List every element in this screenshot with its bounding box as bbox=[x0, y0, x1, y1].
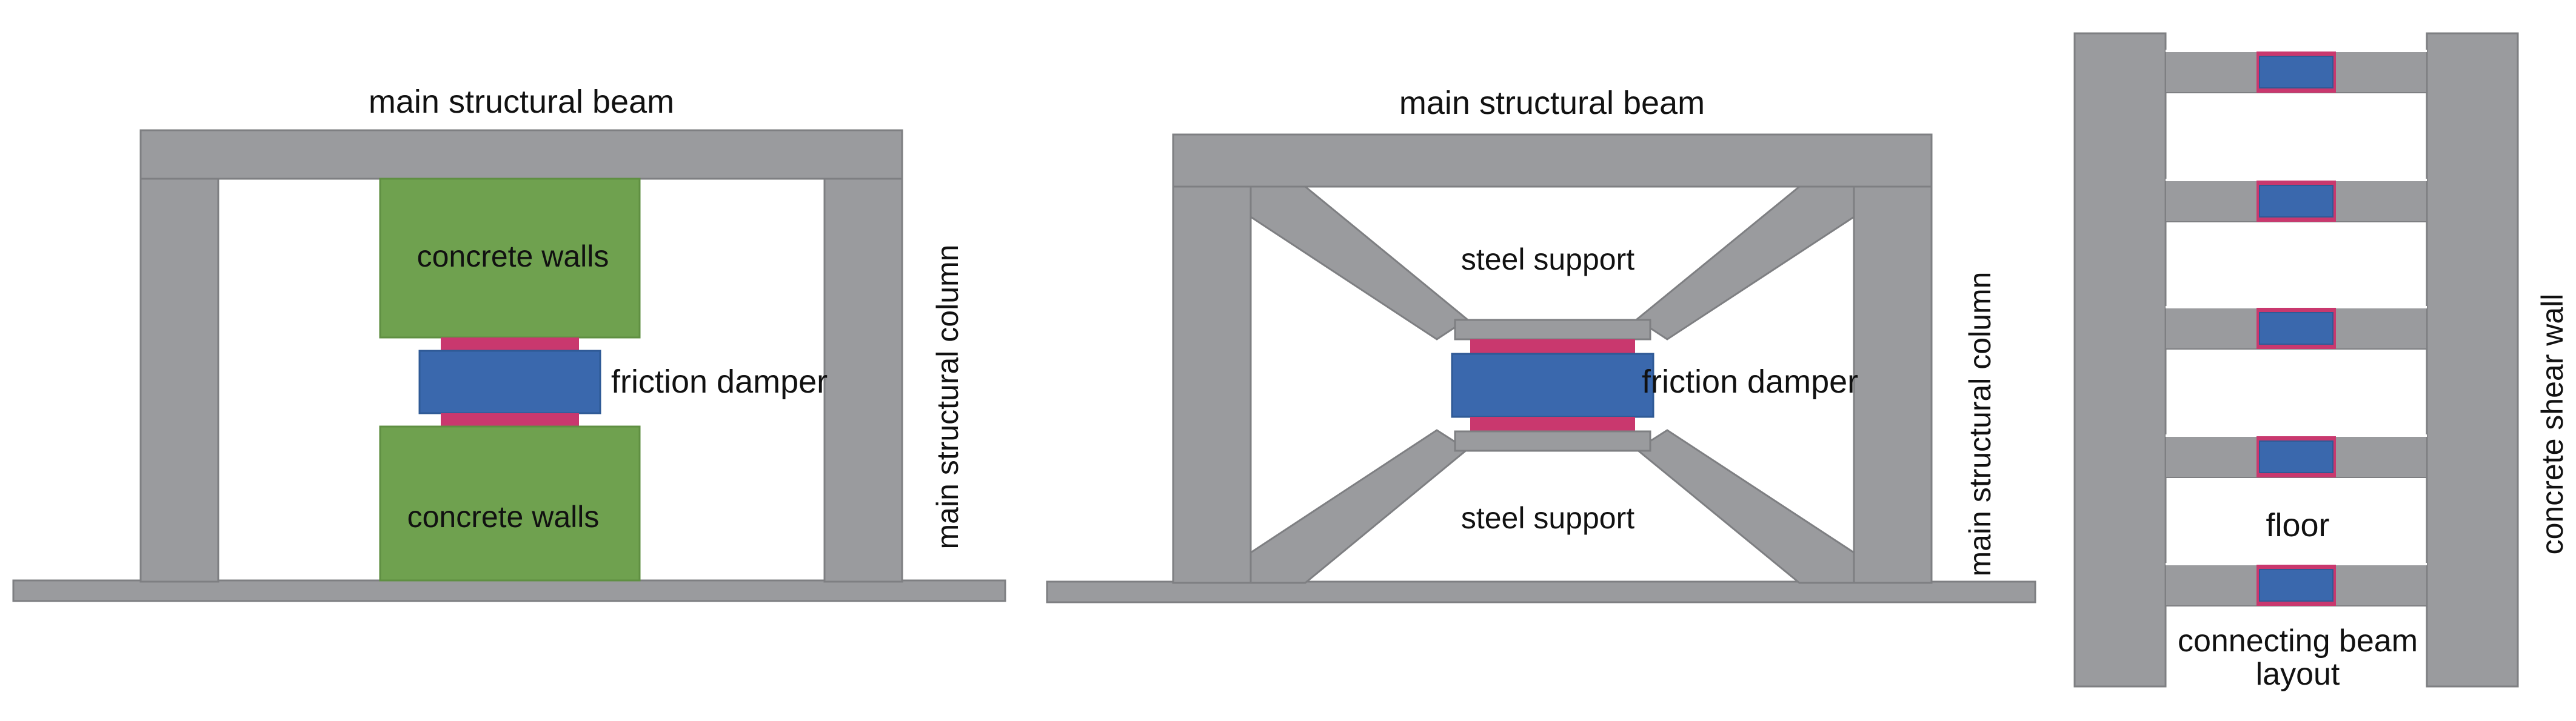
lower-damper-plate bbox=[1470, 417, 1635, 431]
beam-damper-body bbox=[2259, 440, 2333, 473]
connecting-beams bbox=[2165, 50, 2427, 606]
beam-top-highlight bbox=[2166, 179, 2427, 181]
lower-damper-plate bbox=[441, 413, 579, 427]
panel-wall-damper: main structural beam concrete walls conc… bbox=[12, 84, 1006, 602]
damper-label: friction damper bbox=[611, 364, 828, 400]
brace-upper-right bbox=[1635, 185, 1855, 341]
main-beam bbox=[139, 129, 903, 180]
upper-damper-plate bbox=[441, 337, 579, 351]
upper-concrete-wall bbox=[379, 178, 641, 339]
left-shear-wall bbox=[2073, 32, 2167, 688]
connecting-beam-label-line1: connecting beam bbox=[2178, 623, 2418, 659]
panel-brace-damper: main structural beam steel support steel… bbox=[1046, 85, 2036, 603]
column-label: main structural column bbox=[931, 245, 965, 550]
column-label: main structural column bbox=[1963, 272, 1997, 577]
ground-slab bbox=[12, 579, 1006, 602]
brace-upper-left bbox=[1250, 185, 1469, 341]
shear-wall-label: concrete shear wall bbox=[2535, 294, 2569, 555]
left-column bbox=[139, 129, 219, 583]
right-shear-wall bbox=[2426, 32, 2519, 688]
beam-top-highlight bbox=[2166, 306, 2427, 308]
wall-label-top: concrete walls bbox=[417, 239, 609, 273]
upper-damper-plate bbox=[1470, 339, 1635, 354]
upper-bracket bbox=[1454, 319, 1651, 341]
support-label-top: steel support bbox=[1461, 242, 1634, 276]
wall-label-bottom: concrete walls bbox=[407, 500, 600, 534]
damper-label: friction damper bbox=[1642, 364, 1858, 400]
beam-top-highlight bbox=[2166, 563, 2427, 565]
panel-shear-wall: concrete shear wall floor connecting bea… bbox=[2073, 32, 2569, 692]
beam-top-highlight bbox=[2166, 50, 2427, 52]
beam-damper-body bbox=[2259, 569, 2333, 602]
left-column bbox=[1172, 133, 1252, 584]
brace-lower-left bbox=[1250, 429, 1469, 584]
right-column bbox=[1853, 133, 1933, 584]
beam-top-highlight bbox=[2166, 434, 2427, 437]
ground-slab bbox=[1046, 580, 2036, 603]
floor-label: floor bbox=[2266, 507, 2329, 543]
beam-damper-body bbox=[2259, 185, 2333, 218]
lower-bracket bbox=[1454, 430, 1651, 452]
brace-lower-right bbox=[1635, 429, 1855, 584]
support-label-bottom: steel support bbox=[1461, 501, 1634, 535]
main-beam bbox=[1172, 133, 1933, 188]
beam-label: main structural beam bbox=[1399, 85, 1705, 121]
lower-concrete-wall bbox=[379, 425, 641, 582]
friction-damper-body bbox=[1451, 353, 1654, 418]
beam-damper-body bbox=[2259, 56, 2333, 88]
connecting-beam-label-line2: layout bbox=[2256, 657, 2340, 692]
friction-damper-body bbox=[418, 350, 601, 414]
beam-label: main structural beam bbox=[369, 84, 674, 120]
right-column bbox=[823, 129, 903, 583]
beam-damper-body bbox=[2259, 312, 2333, 345]
